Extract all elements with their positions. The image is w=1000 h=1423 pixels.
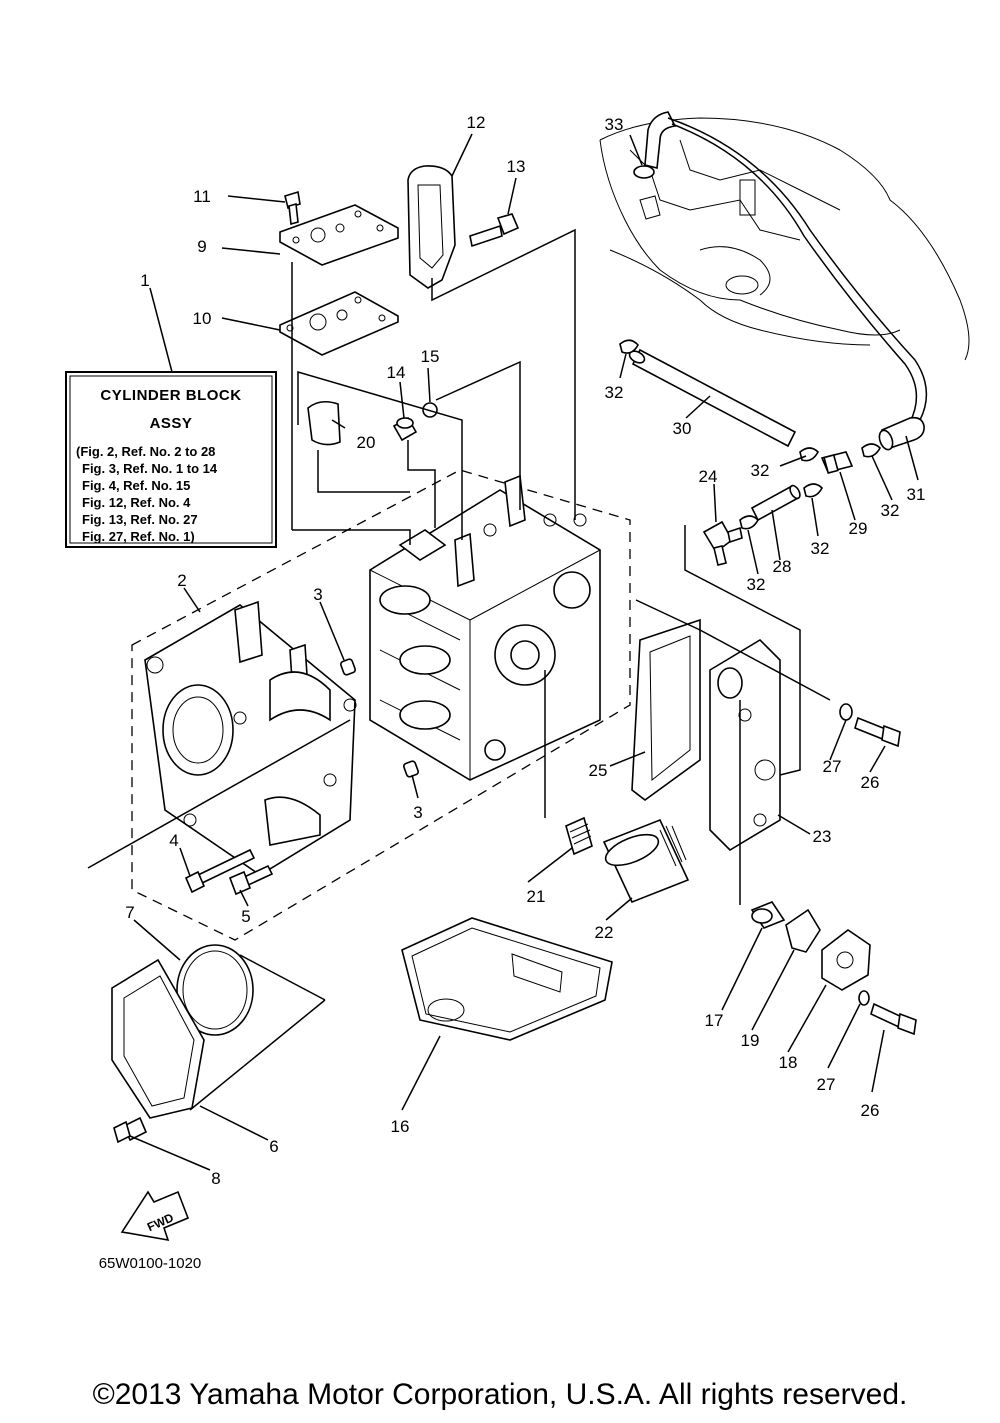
cover-plate-9: [279, 204, 399, 266]
callout-29: 29: [849, 519, 868, 538]
callout-1: 1: [140, 271, 149, 290]
gasket-16: [401, 917, 613, 1041]
callout-26a: 26: [861, 773, 880, 792]
seal-7: [176, 944, 254, 1036]
assy-boundary: [131, 469, 631, 941]
hose-28: [750, 484, 801, 522]
assy-ref-6: Fig. 27, Ref. No. 1): [82, 529, 195, 544]
callout-27a: 27: [823, 757, 842, 776]
callout-32e: 32: [747, 575, 766, 594]
assy-ref-3: Fig. 4, Ref. No. 15: [82, 478, 190, 493]
gasket-25: [631, 618, 701, 801]
leader-lines: [87, 133, 919, 1171]
callout-22: 22: [595, 923, 614, 942]
hanger-12: [407, 165, 456, 289]
callout-18: 18: [779, 1053, 798, 1072]
callout-14: 14: [387, 363, 406, 382]
fwd-arrow: [120, 1190, 190, 1242]
callout-3b: 3: [413, 803, 422, 822]
tube-30: [628, 348, 797, 448]
crankcase-2: [144, 600, 357, 876]
callout-21: 21: [527, 887, 546, 906]
callout-20: 20: [357, 433, 376, 452]
assy-box: [65, 371, 277, 548]
callout-4: 4: [169, 831, 178, 850]
callout-3a: 3: [313, 585, 322, 604]
plug-14: [392, 416, 418, 442]
copyright-notice: ©2013 Yamaha Motor Corporation, U.S.A. A…: [92, 1378, 908, 1411]
callout-28: 28: [773, 557, 792, 576]
callout-16: 16: [391, 1117, 410, 1136]
callout-13: 13: [507, 157, 526, 176]
callout-32b: 32: [751, 461, 770, 480]
gasket-19: [785, 908, 821, 953]
assy-ref-1: (Fig. 2, Ref. No. 2 to 28: [76, 444, 215, 459]
bolt-8: [113, 1116, 148, 1144]
bolt-26-lower: [870, 1002, 917, 1036]
thermostat-17: [750, 901, 786, 929]
callout-26b: 26: [861, 1101, 880, 1120]
callout-24: 24: [699, 467, 718, 486]
callout-19: 19: [741, 1031, 760, 1050]
callout-9: 9: [197, 237, 206, 256]
gasket-10: [279, 291, 399, 356]
assy-box-text: CYLINDER BLOCK ASSY (Fig. 2, Ref. No. 2 …: [76, 387, 241, 544]
clips-32: [619, 339, 881, 530]
washer-27-upper: [839, 703, 853, 721]
callout-17: 17: [705, 1011, 724, 1030]
callout-15: 15: [421, 347, 440, 366]
dowel-3-lower: [403, 760, 419, 778]
cylinder-block: [369, 474, 601, 781]
joint-24: [702, 520, 743, 566]
bolt-13: [469, 213, 520, 248]
assy-title-1: CYLINDER BLOCK: [100, 387, 241, 404]
callout-2: 2: [177, 571, 186, 590]
callout-11: 11: [193, 187, 211, 206]
assy-ref-2: Fig. 3, Ref. No. 1 to 14: [82, 461, 218, 476]
bolt-11: [284, 190, 301, 226]
callout-32c: 32: [881, 501, 900, 520]
callout-5: 5: [241, 907, 250, 926]
callout-30: 30: [673, 419, 692, 438]
thermo-cover-18: [821, 929, 871, 991]
callout-32d: 32: [811, 539, 830, 558]
figure-code: 65W0100-1020: [99, 1255, 202, 1272]
filter-22: [602, 818, 690, 904]
callout-12: 12: [467, 113, 486, 132]
washer-27-lower: [858, 990, 870, 1006]
callout-27b: 27: [817, 1075, 836, 1094]
callout-10: 10: [193, 309, 212, 328]
screen-21: [565, 816, 593, 856]
callout-33: 33: [605, 115, 624, 134]
dowel-3-upper: [340, 658, 356, 676]
callout-7: 7: [125, 903, 134, 922]
callout-numbers: 1 2 3 3 4 5 6 7 8 9 10 11 12 13 14 15 16…: [125, 113, 925, 1188]
callout-8: 8: [211, 1169, 220, 1188]
bolt-5: [228, 864, 274, 896]
assy-ref-4: Fig. 12, Ref. No. 4: [82, 495, 191, 510]
fitting-29: [820, 451, 854, 475]
callout-6: 6: [269, 1137, 278, 1156]
callout-31: 31: [907, 485, 926, 504]
hose-33: [633, 111, 928, 423]
bolt-4: [184, 848, 256, 894]
exploded-parts-diagram: CYLINDER BLOCK ASSY (Fig. 2, Ref. No. 2 …: [65, 111, 970, 1272]
bolt-26-upper: [854, 716, 901, 748]
assy-title-2: ASSY: [150, 415, 193, 432]
anode-20: [307, 400, 341, 446]
assy-ref-5: Fig. 13, Ref. No. 27: [82, 512, 198, 527]
exhaust-cover-23: [709, 638, 781, 852]
callout-32a: 32: [605, 383, 624, 402]
callout-25: 25: [589, 761, 608, 780]
callout-23: 23: [813, 827, 832, 846]
hose-31: [878, 416, 925, 451]
